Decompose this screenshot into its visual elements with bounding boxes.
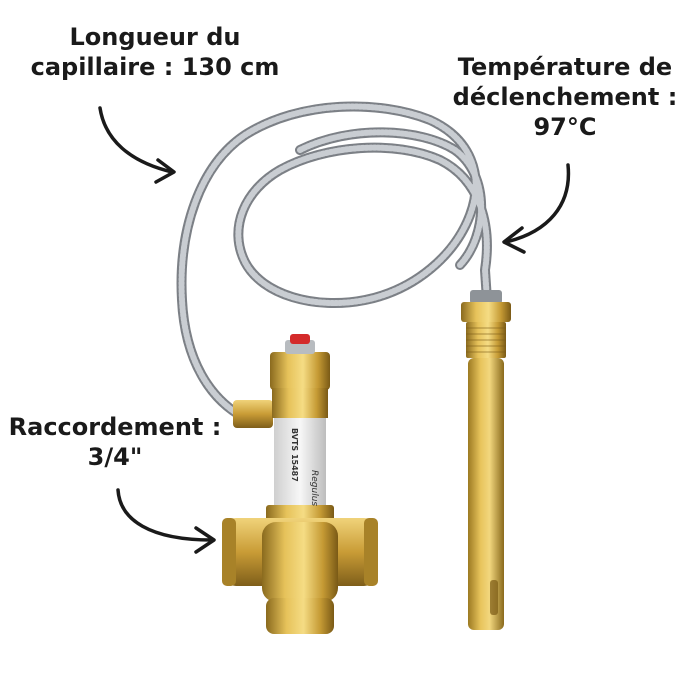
arrow-capillary — [98, 106, 176, 184]
temperature-label-line3: 97°C — [533, 113, 597, 141]
arrow-connection — [116, 488, 216, 554]
capillary-length-label: Longueur du capillaire : 130 cm — [20, 22, 290, 82]
trigger-temperature-label: Température de déclenchement : 97°C — [450, 52, 680, 142]
arrow-temperature — [502, 163, 571, 254]
valve-brand-text: Regulus — [309, 470, 319, 506]
connection-size-label: Raccordement : 3/4" — [5, 412, 225, 472]
connection-label-line1: Raccordement : — [8, 413, 222, 441]
valve-model-text: BVTS 15487 — [290, 428, 299, 482]
temperature-label-line2: déclenchement : — [452, 83, 678, 111]
temperature-sensor-probe — [461, 290, 511, 630]
capillary-label-line2: capillaire : 130 cm — [30, 53, 280, 81]
temperature-label-line1: Température de — [457, 53, 673, 81]
capillary-cable — [176, 101, 492, 423]
capillary-label-line1: Longueur du — [69, 23, 241, 51]
valve-body — [222, 334, 378, 634]
valve-label: BVTS 15487 Regulus — [290, 428, 319, 506]
connection-label-line2: 3/4" — [87, 443, 143, 471]
